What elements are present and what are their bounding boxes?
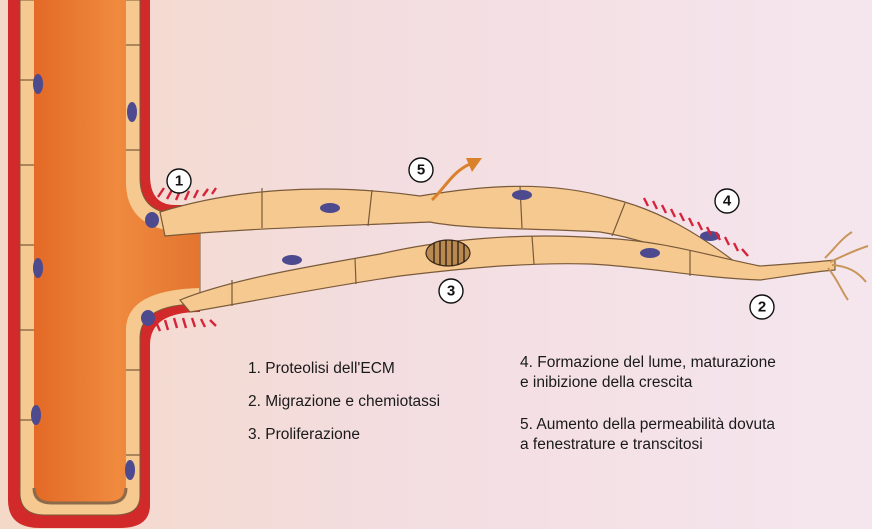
marker-3: 3 bbox=[439, 279, 463, 303]
marker-4: 4 bbox=[715, 189, 739, 213]
svg-text:5: 5 bbox=[417, 162, 425, 179]
legend-item-5-line1: 5. Aumento della permeabilità dovuta bbox=[520, 415, 776, 435]
marker-2: 2 bbox=[750, 295, 774, 319]
legend-left: 1. Proteolisi dell'ECM 2. Migrazione e c… bbox=[248, 359, 440, 445]
marker-5: 5 bbox=[409, 158, 433, 182]
legend-item-3: 3. Proliferazione bbox=[248, 425, 440, 445]
legend-item-1: 1. Proteolisi dell'ECM bbox=[248, 359, 440, 379]
legend-item-4-line2: e inibizione della crescita bbox=[520, 373, 776, 393]
marker-1: 1 bbox=[167, 169, 191, 193]
legend-right: 4. Formazione del lume, maturazione e in… bbox=[520, 353, 776, 455]
svg-text:3: 3 bbox=[447, 283, 455, 300]
legend-item-2: 2. Migrazione e chemiotassi bbox=[248, 392, 440, 412]
svg-text:2: 2 bbox=[758, 299, 766, 316]
legend-item-4-line1: 4. Formazione del lume, maturazione bbox=[520, 353, 776, 373]
svg-text:1: 1 bbox=[175, 173, 183, 190]
legend-item-5-line2: a fenestrature e transcitosi bbox=[520, 435, 776, 455]
dividing-cell bbox=[426, 240, 470, 266]
svg-text:4: 4 bbox=[723, 193, 732, 210]
